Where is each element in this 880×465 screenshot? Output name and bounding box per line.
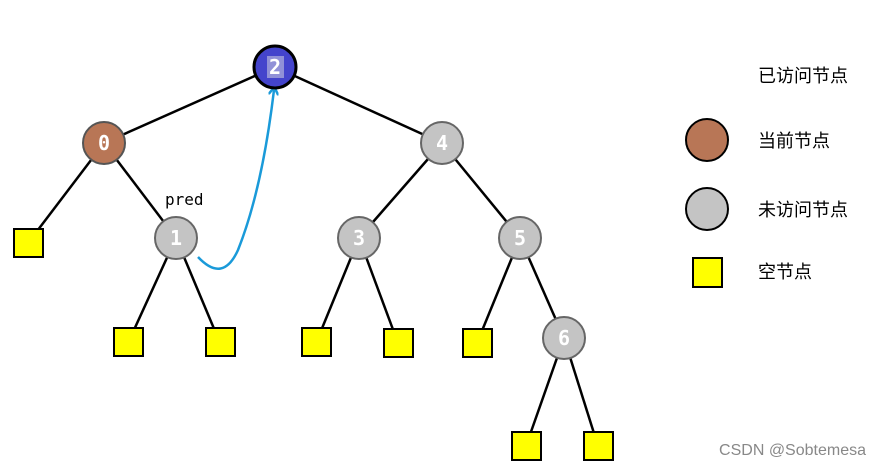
node-label: 6 (558, 326, 570, 350)
tree-node-5: 5 (498, 216, 542, 260)
tree-node-0: 0 (82, 121, 126, 165)
legend: 已访问节点 当前节点 未访问节点 空节点 (685, 66, 848, 288)
watermark: CSDN @Sobtemesa (719, 442, 866, 459)
null-node (383, 328, 414, 358)
pred-label: pred (165, 190, 204, 209)
pred-arrow (197, 90, 274, 270)
tree-node-3: 3 (337, 216, 381, 260)
null-node (462, 328, 493, 358)
null-node (301, 327, 332, 357)
node-label: 0 (98, 131, 110, 155)
tree-node-6: 6 (542, 316, 586, 360)
legend-current-label: 当前节点 (758, 131, 830, 152)
legend-unvisited-label: 未访问节点 (758, 200, 848, 221)
legend-null-swatch (692, 257, 723, 288)
legend-null-label: 空节点 (758, 262, 812, 283)
node-label: 3 (353, 226, 365, 250)
node-label: 4 (436, 131, 448, 155)
tree-node-1: 1 (154, 216, 198, 260)
edge-2-0 (103, 65, 276, 145)
legend-unvisited-swatch (685, 187, 729, 231)
edge-2-4 (274, 65, 443, 145)
tree-node-4: 4 (420, 121, 464, 165)
tree-node-2: 2 (252, 44, 298, 90)
null-node (205, 327, 236, 357)
null-node (583, 431, 614, 461)
null-node (113, 327, 144, 357)
node-label: 2 (269, 55, 281, 79)
legend-current-swatch (685, 118, 729, 162)
null-node (511, 431, 542, 461)
legend-visited-label: 已访问节点 (758, 66, 848, 87)
node-label: 1 (170, 226, 182, 250)
null-node (13, 228, 44, 258)
node-label: 5 (514, 226, 526, 250)
